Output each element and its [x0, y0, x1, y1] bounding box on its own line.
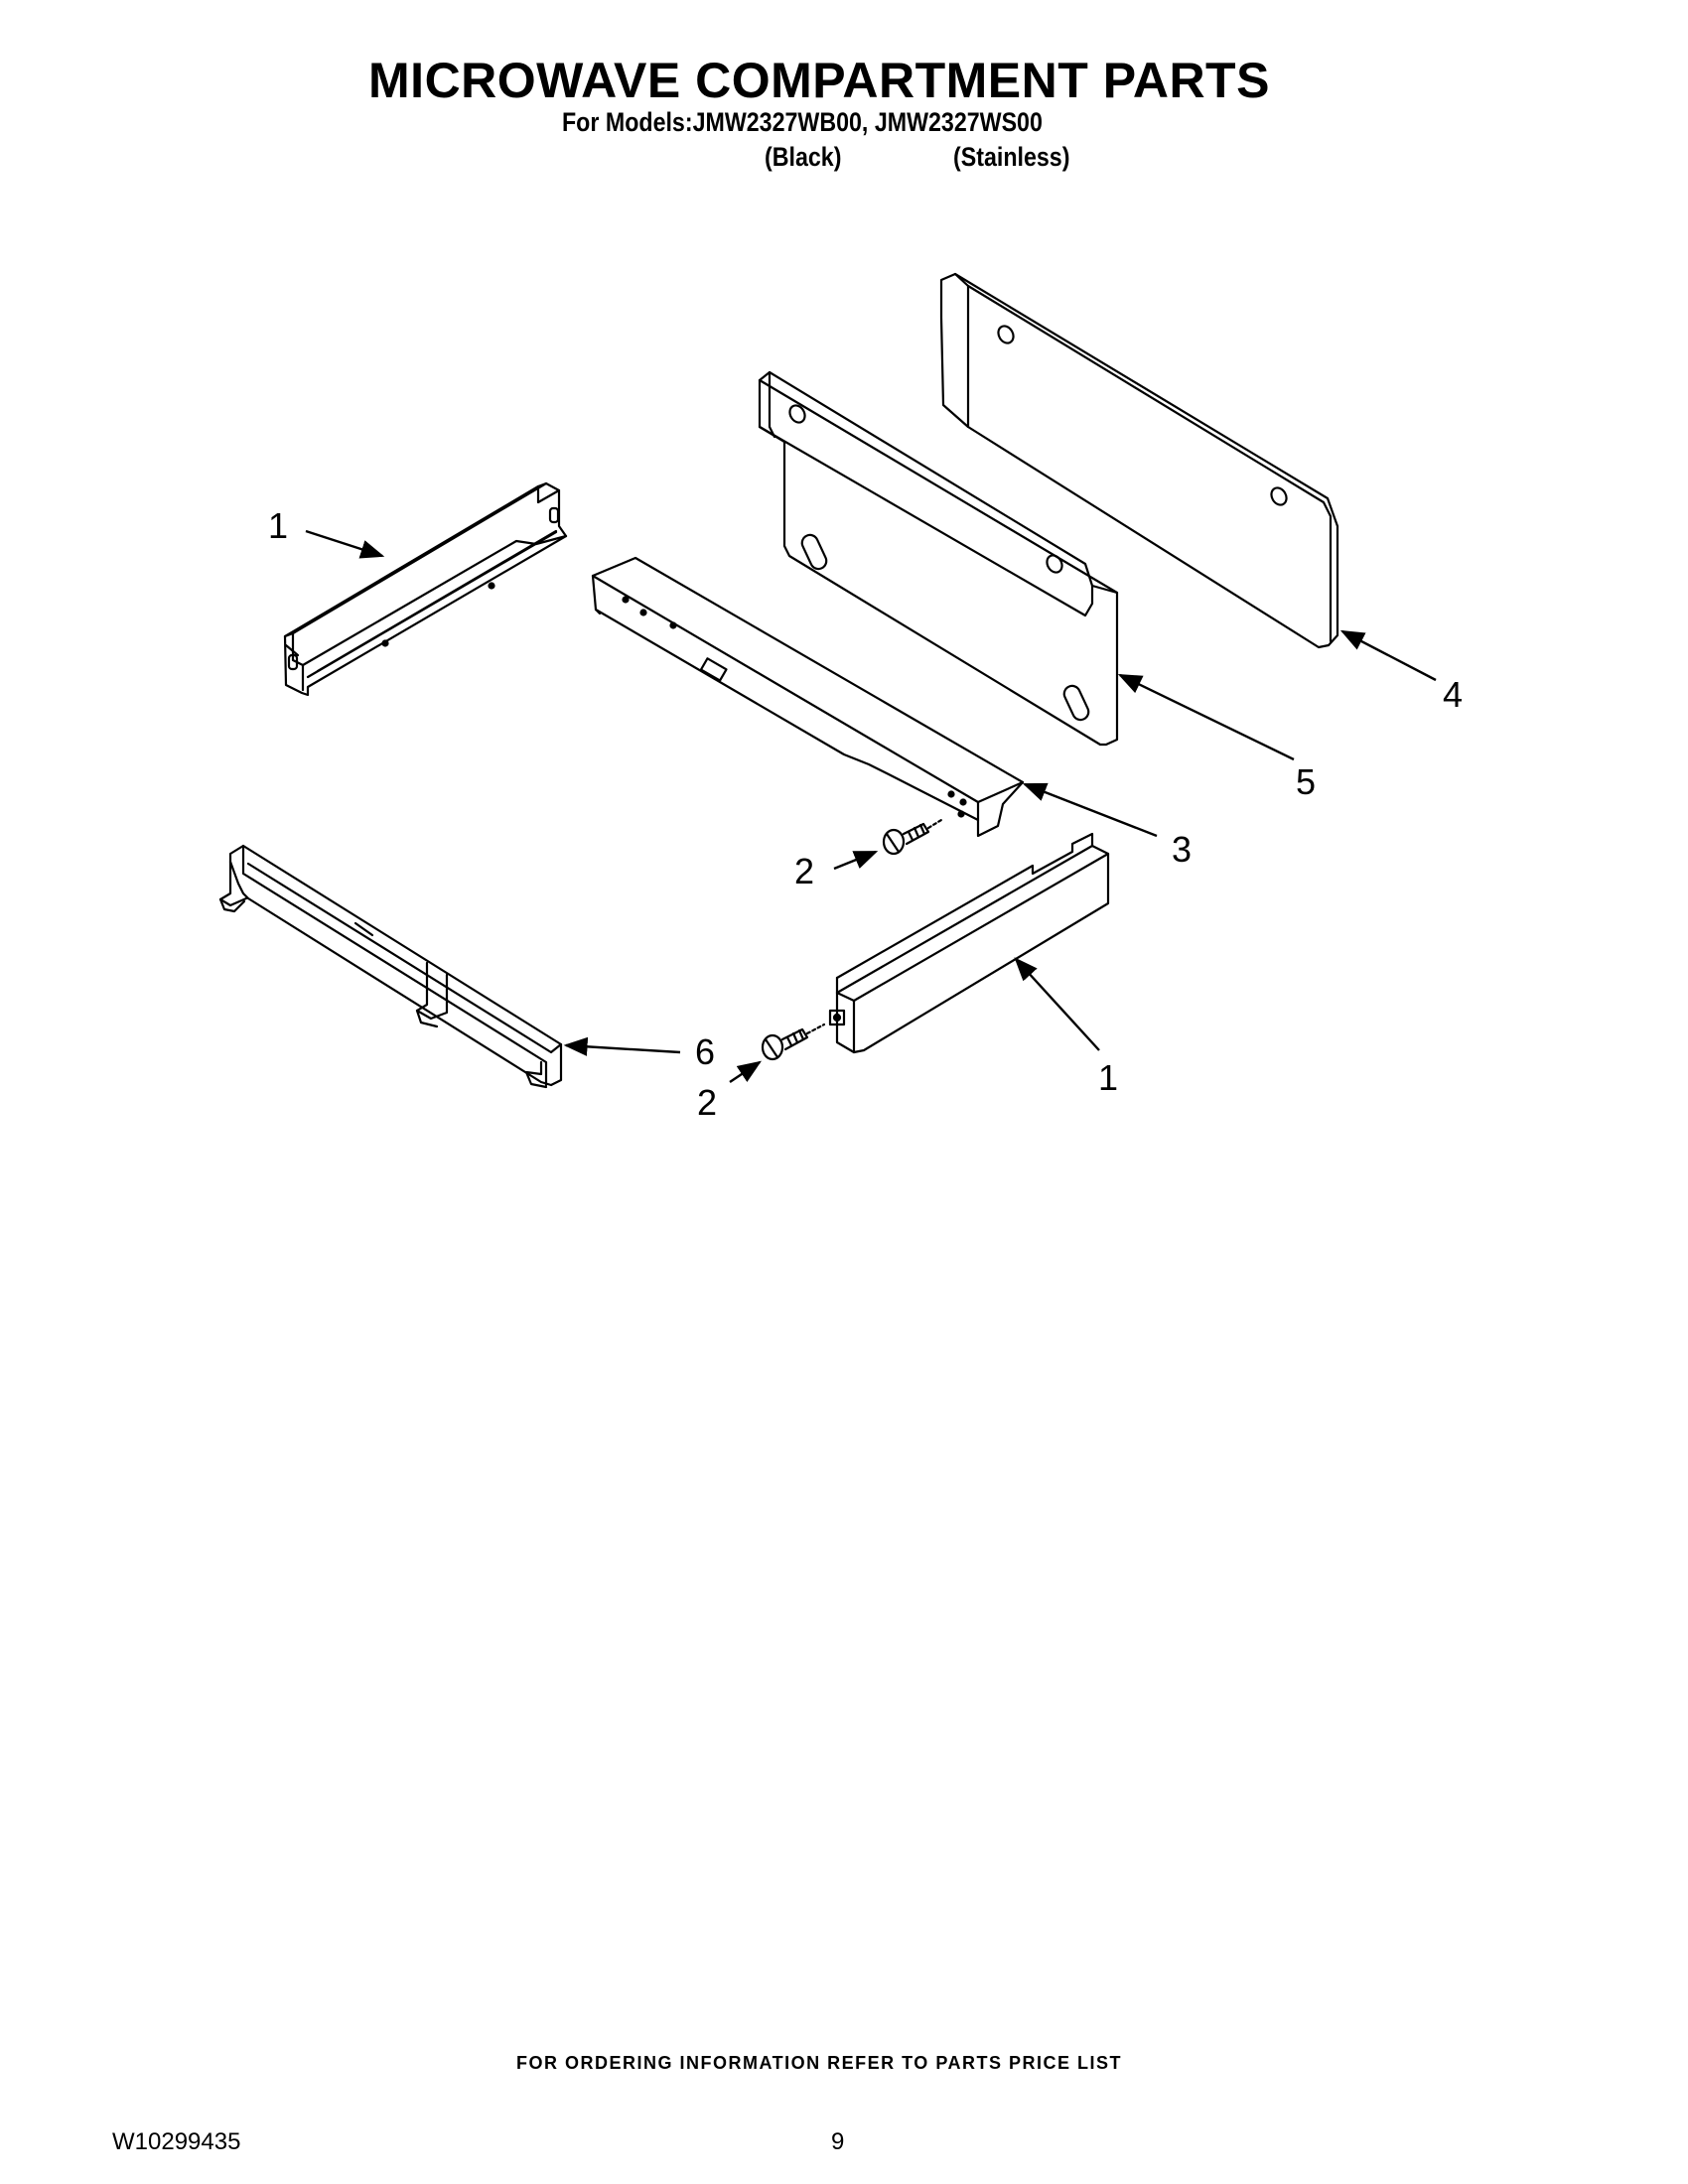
mid-panel-part	[758, 370, 1119, 747]
variant-stainless-label: (Stainless)	[953, 142, 1070, 172]
callout-6: 6	[695, 1031, 715, 1072]
leader-arrow-part-2-upper	[833, 850, 879, 871]
callout-1-lower: 1	[1098, 1057, 1118, 1098]
callout-5: 5	[1296, 761, 1316, 802]
leader-arrow-part-3	[1022, 782, 1158, 838]
leader-arrow-part-5	[1117, 673, 1295, 761]
models-line: For Models:JMW2327WB00, JMW2327WS00	[562, 107, 1043, 137]
variant-black-label: (Black)	[765, 142, 842, 172]
bottom-bracket-part	[218, 844, 563, 1089]
page-number: 9	[831, 2128, 845, 2155]
upper-screw-part	[882, 818, 943, 856]
leader-arrow-part-2-lower	[729, 1060, 762, 1083]
callout-2-upper: 2	[794, 851, 814, 891]
ordering-note: FOR ORDERING INFORMATION REFER TO PARTS …	[515, 2053, 1122, 2073]
lower-screw-part	[761, 1023, 826, 1061]
callout-4: 4	[1443, 674, 1463, 715]
document-number: W10299435	[112, 2128, 241, 2155]
upper-rail-part	[283, 481, 568, 697]
leader-arrow-part-1-lower	[1014, 957, 1100, 1051]
leader-arrow-part-1-upper	[305, 529, 385, 559]
front-channel-part	[591, 556, 1025, 838]
callout-2-lower: 2	[697, 1082, 717, 1123]
callout-3: 3	[1172, 829, 1192, 870]
callout-1-upper: 1	[268, 505, 288, 546]
back-panel-part	[939, 272, 1339, 649]
page-title: MICROWAVE COMPARTMENT PARTS	[368, 53, 1270, 108]
leader-arrow-part-4	[1339, 629, 1437, 682]
leader-arrow-part-6	[563, 1036, 681, 1056]
lower-rail-part	[828, 832, 1110, 1054]
